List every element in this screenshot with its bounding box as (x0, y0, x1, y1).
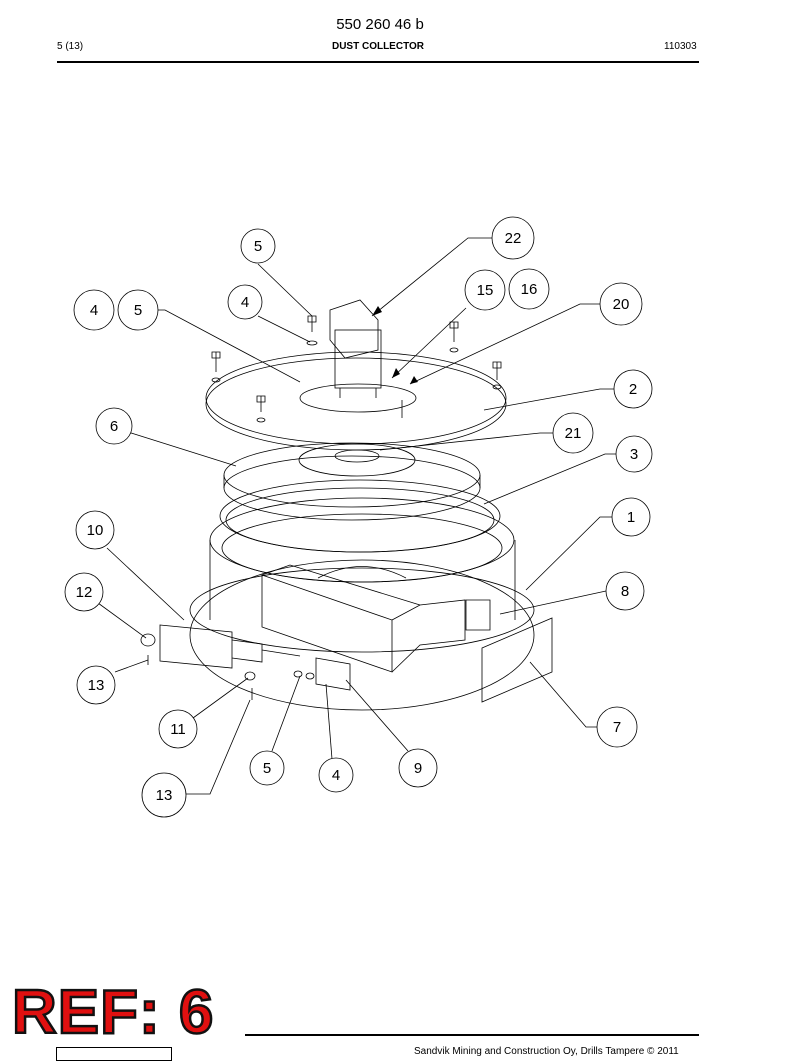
callout-number: 22 (505, 230, 522, 247)
motor-flange (299, 383, 417, 413)
callout-number: 21 (565, 425, 582, 442)
reference-stamp: REF: 6 (11, 978, 215, 1047)
callout-number: 6 (110, 418, 118, 435)
arrowheads (372, 306, 418, 384)
callout-number: 10 (87, 522, 104, 539)
callout-number: 5 (134, 302, 142, 319)
document-title: DUST COLLECTOR (331, 41, 425, 52)
side-bracket (261, 574, 393, 673)
callout-bubbles (64, 216, 653, 818)
filter-disc (223, 442, 481, 508)
callout-number: 11 (170, 721, 186, 738)
company-logo (56, 1047, 172, 1061)
cover-plate-7 (481, 617, 553, 703)
document-number: 550 260 46 b (336, 16, 424, 33)
page-number: 5 (13) (57, 41, 84, 52)
callout-number: 12 (76, 584, 93, 601)
callout-number: 4 (90, 302, 98, 319)
callout-number: 5 (254, 238, 262, 255)
base-flange (189, 567, 535, 653)
callout-number: 15 (477, 282, 494, 299)
motor-body (334, 329, 382, 389)
footer-rule (245, 1034, 699, 1036)
callout-number: 1 (627, 509, 635, 526)
cylinder-body (159, 624, 233, 669)
callout-numbers: 22 5 15 16 4 5 20 4 2 21 6 3 1 10 12 8 1… (76, 230, 639, 804)
callout-number: 4 (241, 294, 249, 311)
cover-plate (205, 351, 507, 445)
callout-number: 13 (88, 677, 105, 694)
seal-ring (219, 479, 501, 553)
header-rule (57, 61, 699, 63)
callout-number: 4 (332, 767, 340, 784)
document-date: 110303 (664, 41, 697, 52)
callout-number: 3 (630, 446, 638, 463)
callout-number: 20 (613, 296, 630, 313)
callout-number: 16 (521, 281, 538, 298)
leader-lines (97, 237, 616, 795)
callout-number: 7 (613, 719, 621, 736)
callout-number: 2 (629, 381, 637, 398)
callout-number: 8 (621, 583, 629, 600)
callout-number: 9 (414, 760, 422, 777)
assembly-illustration (140, 299, 553, 711)
callout-number: 5 (263, 760, 271, 777)
callout-number: 13 (156, 787, 173, 804)
copyright-notice: Sandvik Mining and Construction Oy, Dril… (414, 1046, 679, 1057)
